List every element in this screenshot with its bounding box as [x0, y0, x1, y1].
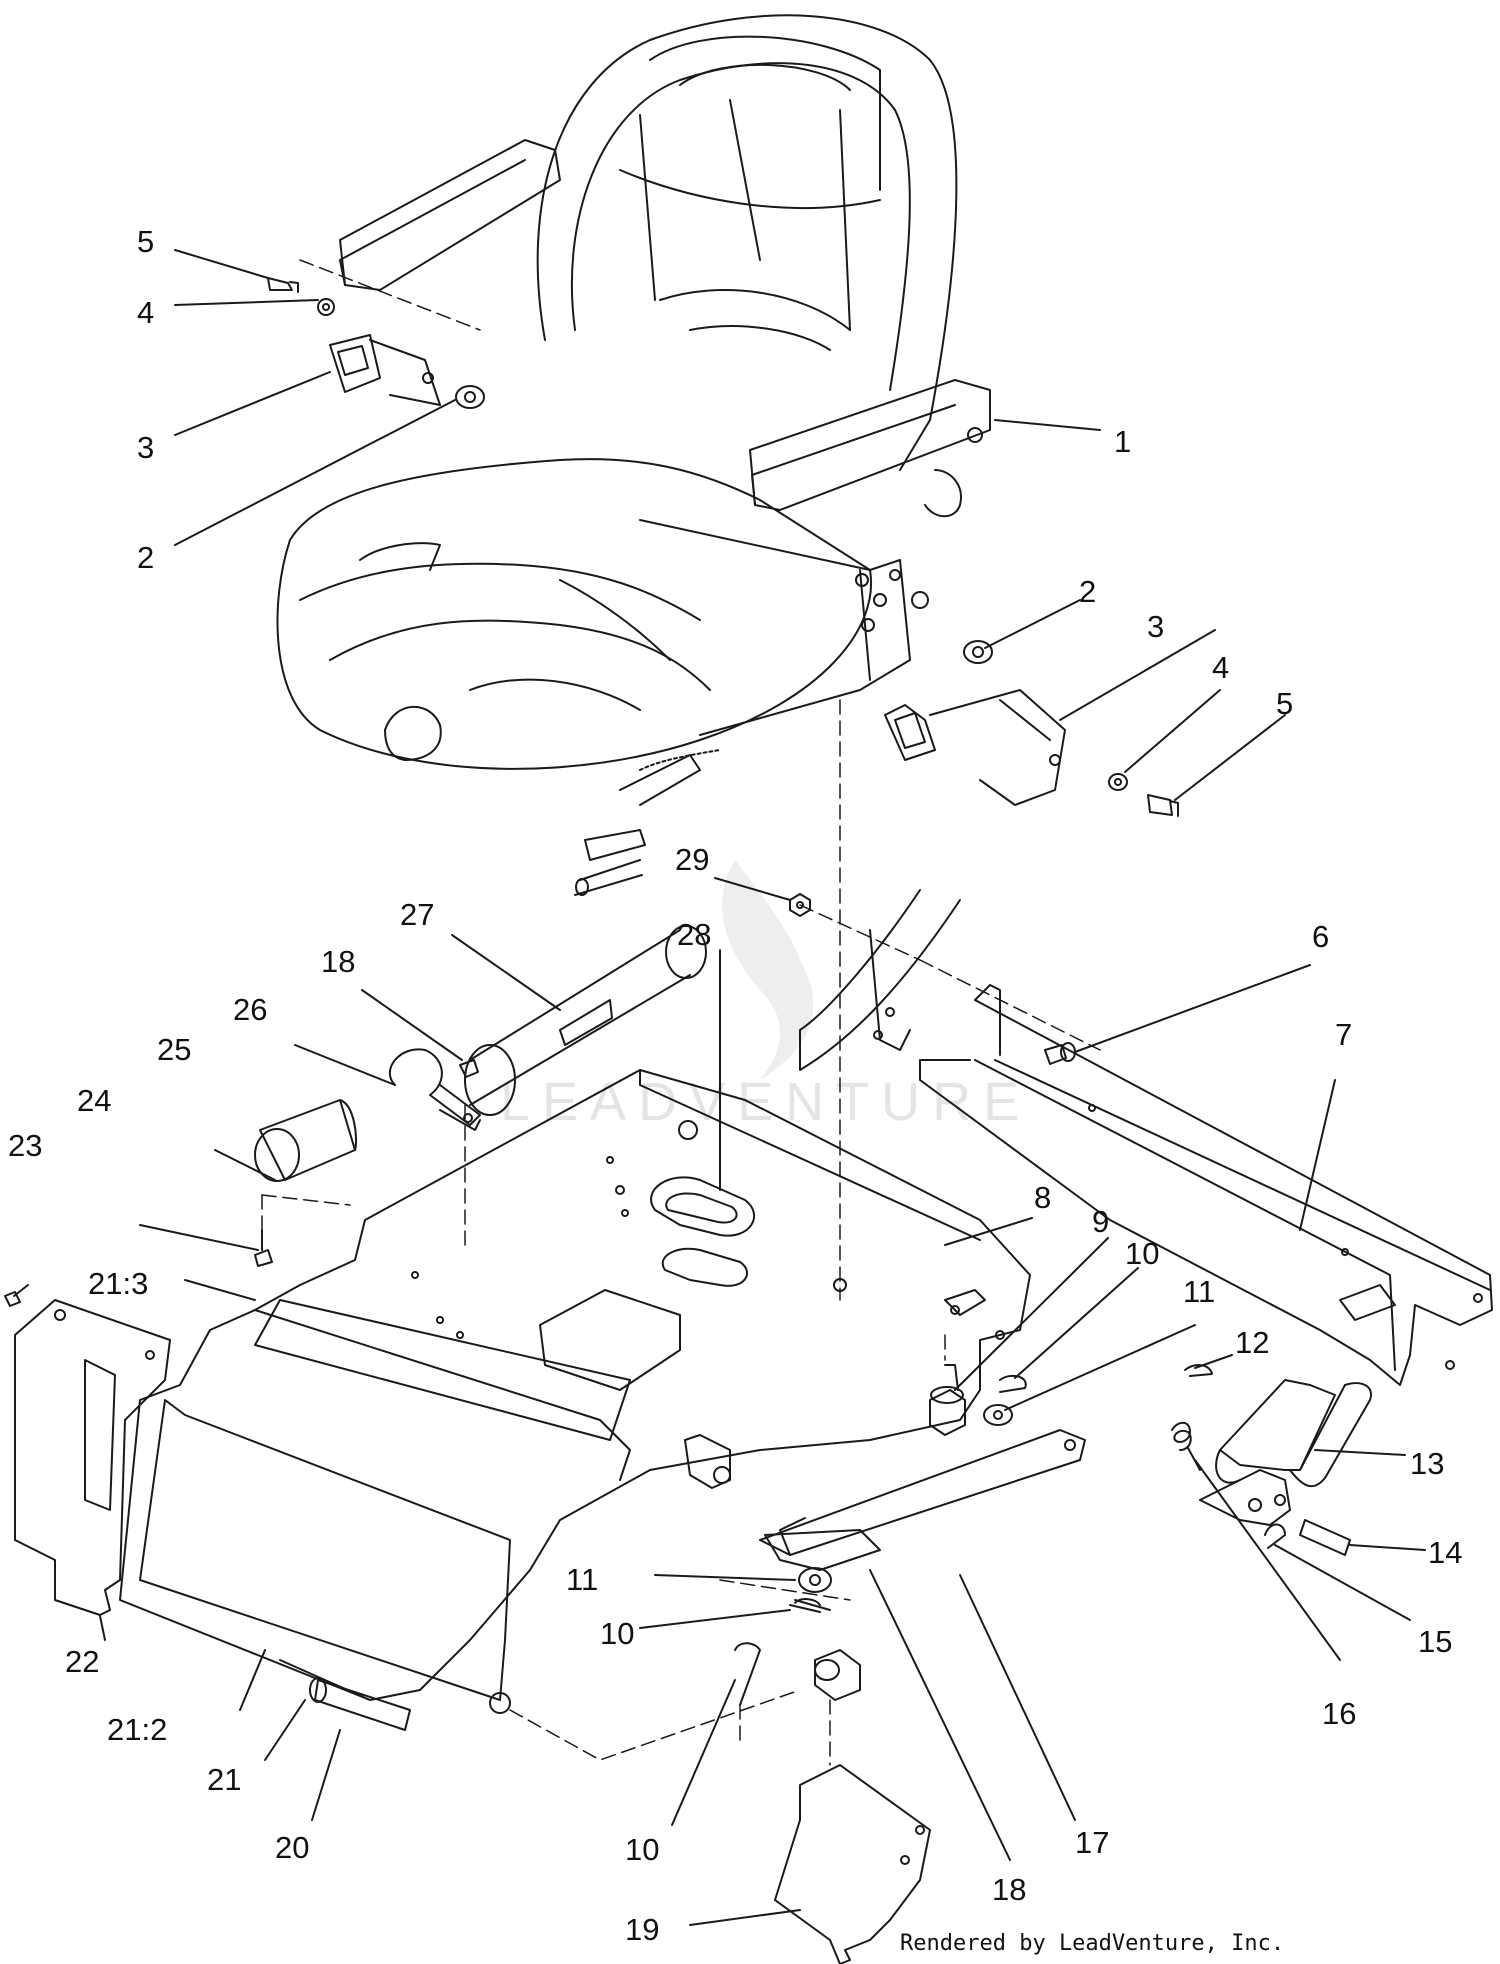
- watermark: LEADVENTURE: [500, 860, 1031, 1132]
- callout-8: 8: [1034, 1180, 1051, 1215]
- callout-16: 16: [1322, 1696, 1356, 1731]
- callout-24: 24: [77, 1083, 111, 1118]
- seat-belt-right: [884, 640, 1179, 817]
- callout-18: 18: [321, 944, 355, 979]
- seat-belt-left: [267, 277, 485, 409]
- callout-1: 1: [1114, 424, 1131, 459]
- callout-3: 3: [137, 430, 154, 465]
- callout-10: 10: [1125, 1236, 1159, 1271]
- callout-27: 27: [400, 897, 434, 932]
- callout-14: 14: [1428, 1535, 1462, 1570]
- seat-assembly: [276, 14, 991, 896]
- centerlines: [261, 259, 1101, 1766]
- callout-4: 4: [1212, 650, 1229, 685]
- callout-28: 28: [677, 917, 711, 952]
- callout-21: 21: [207, 1762, 241, 1797]
- leader-lines: [13, 249, 1426, 1926]
- callout-17: 17: [1075, 1825, 1109, 1860]
- callout-3: 3: [1147, 609, 1164, 644]
- callout-9: 9: [1092, 1204, 1109, 1239]
- callout-6: 6: [1312, 919, 1329, 954]
- callout-2: 2: [137, 540, 154, 575]
- callout-29: 29: [675, 842, 709, 877]
- callout-13: 13: [1410, 1446, 1444, 1481]
- callout-22: 22: [65, 1644, 99, 1679]
- roll-tube-parts: [254, 889, 961, 1182]
- pedal-linkage: [734, 1364, 1372, 1706]
- callout-2: 2: [1079, 574, 1096, 609]
- callout-18: 18: [992, 1872, 1026, 1907]
- callout-11: 11: [1183, 1274, 1215, 1309]
- callout-7: 7: [1335, 1017, 1352, 1052]
- callout-11: 11: [566, 1562, 598, 1597]
- callout-4: 4: [137, 295, 154, 330]
- side-covers: [4, 1229, 931, 1964]
- callout-labels: 1 2 3 4 5 2 3 4 5 6 7 8 9 10 11 12 13 14…: [8, 224, 1462, 1956]
- callout-15: 15: [1418, 1624, 1452, 1659]
- callout-19: 19: [625, 1912, 659, 1947]
- callout-10: 10: [600, 1616, 634, 1651]
- callout-20: 20: [275, 1830, 309, 1865]
- callout-5: 5: [1276, 686, 1293, 721]
- callout-10: 10: [625, 1832, 659, 1867]
- rear-channel-bracket: [919, 984, 1493, 1386]
- callout-26: 26: [233, 992, 267, 1027]
- floor-plate: [119, 1069, 1031, 1714]
- callout-23: 23: [8, 1128, 42, 1163]
- callout-5: 5: [137, 224, 154, 259]
- callout-21-3: 21:3: [88, 1266, 148, 1301]
- callout-25: 25: [157, 1032, 191, 1067]
- callout-12: 12: [1235, 1325, 1269, 1360]
- watermark-text: LEADVENTURE: [500, 1072, 1031, 1132]
- callout-21-2: 21:2: [107, 1712, 167, 1747]
- footer-credit: Rendered by LeadVenture, Inc.: [900, 1931, 1284, 1956]
